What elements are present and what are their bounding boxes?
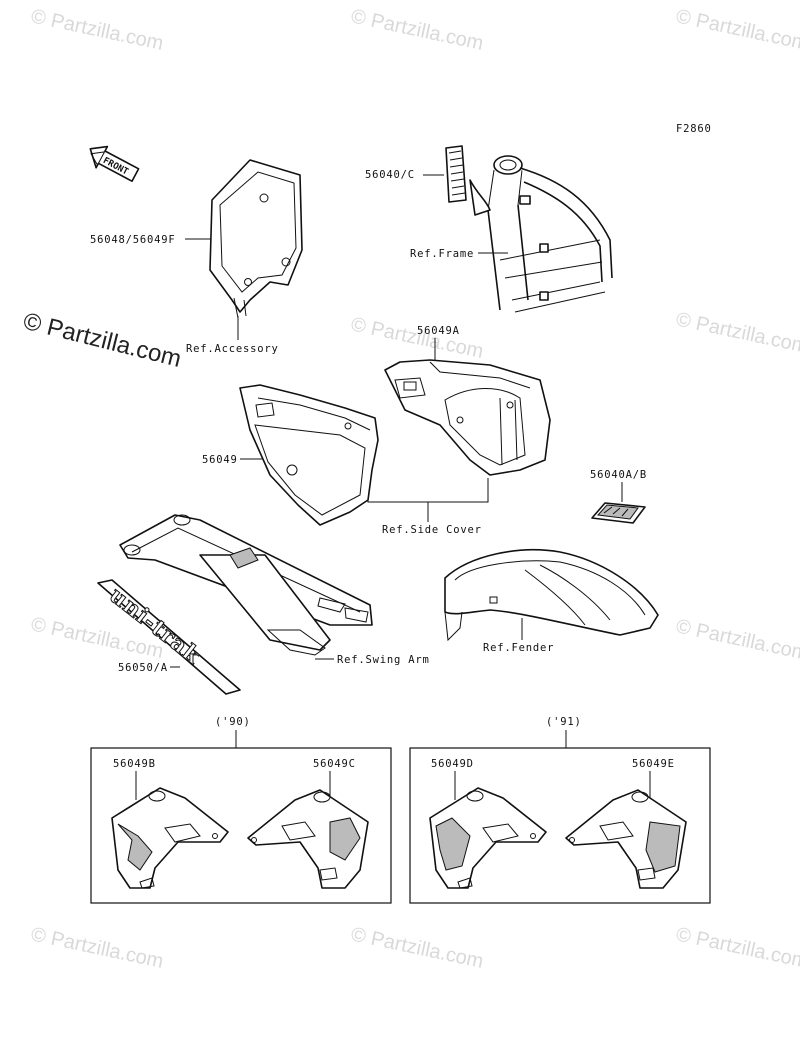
callout-56049b: 56049B (113, 758, 156, 770)
callout-ref-accessory: Ref.Accessory (186, 343, 279, 355)
watermark-main: © Partzilla.com (21, 308, 184, 373)
front-arrow-icon: FRONT (89, 145, 140, 182)
year-box-91 (409, 747, 711, 904)
year-label-90: ('90) (215, 716, 251, 728)
warning-label-group: 56040A/B (590, 469, 647, 524)
watermark: © Partzilla.com (29, 5, 165, 55)
year-label-91: ('91) (546, 716, 582, 728)
shroud-decal-56049e (565, 789, 687, 889)
watermark: © Partzilla.com (349, 923, 485, 973)
year-group-90: ('90) 56049B 56049C (90, 716, 392, 904)
fender-part (444, 549, 659, 642)
shroud-decal-56049c (247, 789, 369, 889)
shroud-decal-56049d (429, 787, 547, 889)
swing-arm-part (119, 514, 373, 656)
frame-group: 56040/C Ref.Frame (365, 145, 613, 313)
watermark: © Partzilla.com (674, 923, 800, 973)
callout-56049e: 56049E (632, 758, 675, 770)
callout-56049d: 56049D (431, 758, 474, 770)
warning-label-part (591, 502, 646, 524)
callout-ref-swing-arm: Ref.Swing Arm (337, 654, 430, 666)
callout-ref-frame: Ref.Frame (410, 248, 474, 260)
watermark: © Partzilla.com (349, 5, 485, 55)
callout-56040ab: 56040A/B (590, 469, 647, 481)
callout-56050a: 56050/A (118, 662, 168, 674)
watermark: © Partzilla.com (29, 923, 165, 973)
number-plate-group: 56048/56049F Ref.Accessory (90, 159, 303, 355)
watermark: © Partzilla.com (349, 313, 485, 363)
side-cover-group: 56049A 56049 Ref.Side Cover (202, 325, 551, 536)
figure-code: F2860 (676, 123, 712, 135)
watermark: © Partzilla.com (674, 308, 800, 358)
side-cover-left-part (239, 384, 379, 526)
year-group-91: ('91) 56049D 56049E (409, 716, 711, 904)
number-plate-part (209, 159, 303, 319)
callout-56040c: 56040/C (365, 169, 415, 181)
frame-part (469, 155, 613, 313)
callout-ref-fender: Ref.Fender (483, 642, 554, 654)
fender-group: Ref.Fender (444, 549, 659, 654)
swing-arm-group: Ref.Swing Arm uni-trak 56050/A (97, 514, 430, 695)
callout-56049a: 56049A (417, 325, 460, 337)
shroud-decal-56049b (111, 787, 229, 889)
callout-56048-56049f: 56048/56049F (90, 234, 175, 246)
watermark: © Partzilla.com (674, 5, 800, 55)
callout-56049: 56049 (202, 454, 238, 466)
sticker-56040c (445, 145, 467, 203)
year-box-90 (90, 747, 392, 904)
watermark: © Partzilla.com (674, 615, 800, 665)
side-cover-right-part (384, 359, 551, 476)
callout-56049c: 56049C (313, 758, 356, 770)
callout-ref-side-cover: Ref.Side Cover (382, 524, 482, 536)
